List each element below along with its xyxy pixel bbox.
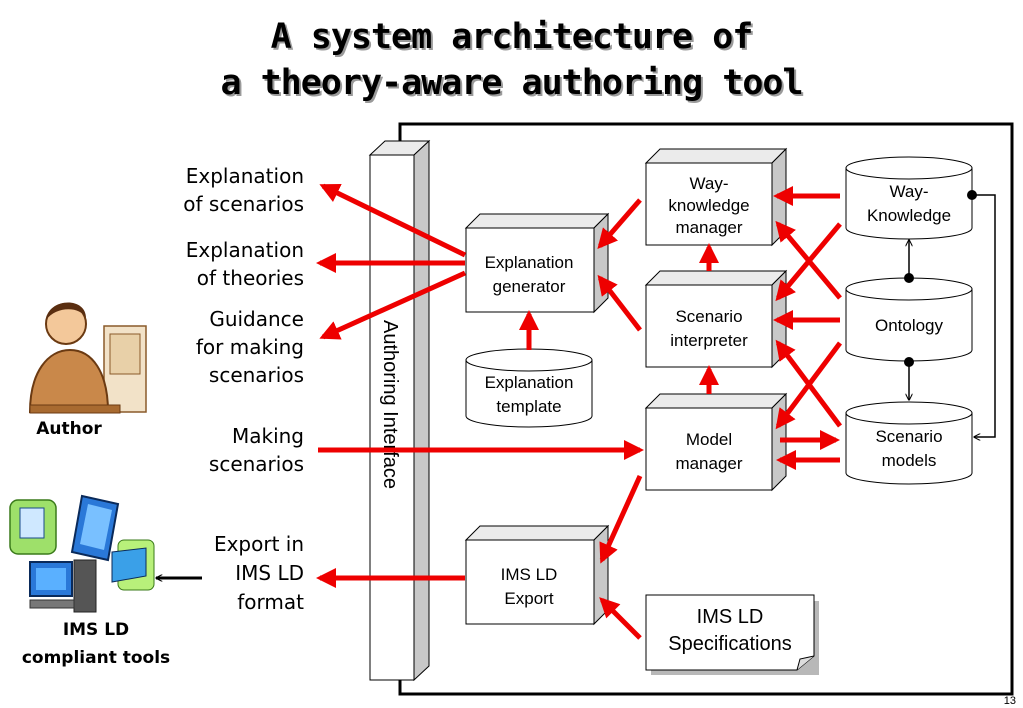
label-export-2: IMS LD (235, 561, 304, 585)
label-explanation-scenarios-2: of scenarios (183, 192, 304, 216)
tools-illustration (9, 494, 155, 613)
ims-ld-export-line-1: IMS LD (501, 565, 558, 584)
explanation-template-store: Explanation template (465, 348, 593, 428)
model-manager-line-1: Model (686, 430, 732, 449)
slide-number: 13 (1004, 695, 1016, 707)
ims-ld-export-box: IMS LD Export (464, 524, 610, 626)
connector-dot-1 (904, 273, 914, 283)
scenario-models-line-2: models (882, 451, 937, 470)
label-guidance-1: Guidance (209, 307, 304, 331)
explanation-generator-line-1: Explanation (485, 253, 574, 272)
label-export-1: Export in (214, 532, 304, 556)
label-explanation-scenarios-1: Explanation (186, 164, 304, 188)
label-making-1: Making (232, 424, 304, 448)
title-line-2: a theory-aware authoring tool (220, 63, 803, 103)
label-guidance-3: scenarios (209, 363, 304, 387)
connector-dot-3 (967, 190, 977, 200)
author-label: Author (36, 419, 102, 439)
way-knowledge-line-1: Way- (889, 182, 928, 201)
model-manager-line-2: manager (675, 454, 742, 473)
explanation-template-line-2: template (496, 397, 561, 416)
connector-dot-2 (904, 357, 914, 367)
way-knowledge-store: Way- Knowledge (845, 156, 973, 240)
tools-label-1: IMS LD (63, 620, 129, 640)
ims-ld-spec-line-2: Specifications (668, 633, 791, 655)
title-line-1: A system architecture of (270, 17, 754, 57)
label-export-3: format (237, 590, 304, 614)
model-manager-box: Model manager (644, 392, 788, 492)
authoring-interface-label: Authoring Interface (379, 320, 401, 489)
label-explanation-theories-2: of theories (197, 266, 304, 290)
scenario-interpreter-box: Scenario interpreter (644, 269, 788, 369)
ims-ld-spec-line-1: IMS LD (697, 606, 764, 628)
explanation-generator-box: Explanation generator (464, 212, 610, 314)
way-knowledge-manager-line-3: manager (675, 218, 742, 237)
author-illustration (28, 302, 147, 414)
ims-ld-specifications-doc: IMS LD Specifications (645, 594, 819, 675)
scenario-models-line-1: Scenario (875, 427, 942, 446)
label-making-2: scenarios (209, 452, 304, 476)
authoring-interface-panel: Authoring Interface (368, 139, 431, 682)
scenario-interpreter-line-1: Scenario (675, 307, 742, 326)
slide-title: A system architecture of a theory-aware … (0, 14, 1023, 106)
label-explanation-theories-1: Explanation (186, 238, 304, 262)
data-flow-arrows (316, 183, 843, 640)
ims-ld-export-line-2: Export (504, 589, 553, 608)
output-labels: Explanation of scenarios Explanation of … (183, 164, 304, 614)
scenario-interpreter-line-2: interpreter (670, 331, 748, 350)
explanation-template-line-1: Explanation (485, 373, 574, 392)
label-guidance-2: for making (196, 335, 304, 359)
ontology-label: Ontology (875, 316, 944, 335)
ontology-store: Ontology (845, 277, 973, 362)
scenario-models-store: Scenario models (845, 401, 973, 485)
tools-label-2: compliant tools (22, 648, 170, 668)
explanation-generator-line-2: generator (493, 277, 566, 296)
way-knowledge-manager-line-2: knowledge (668, 196, 749, 215)
way-knowledge-line-2: Knowledge (867, 206, 951, 225)
way-knowledge-manager-line-1: Way- (689, 174, 728, 193)
store-connectors (909, 194, 996, 437)
way-knowledge-manager-box: Way- knowledge manager (644, 147, 788, 247)
